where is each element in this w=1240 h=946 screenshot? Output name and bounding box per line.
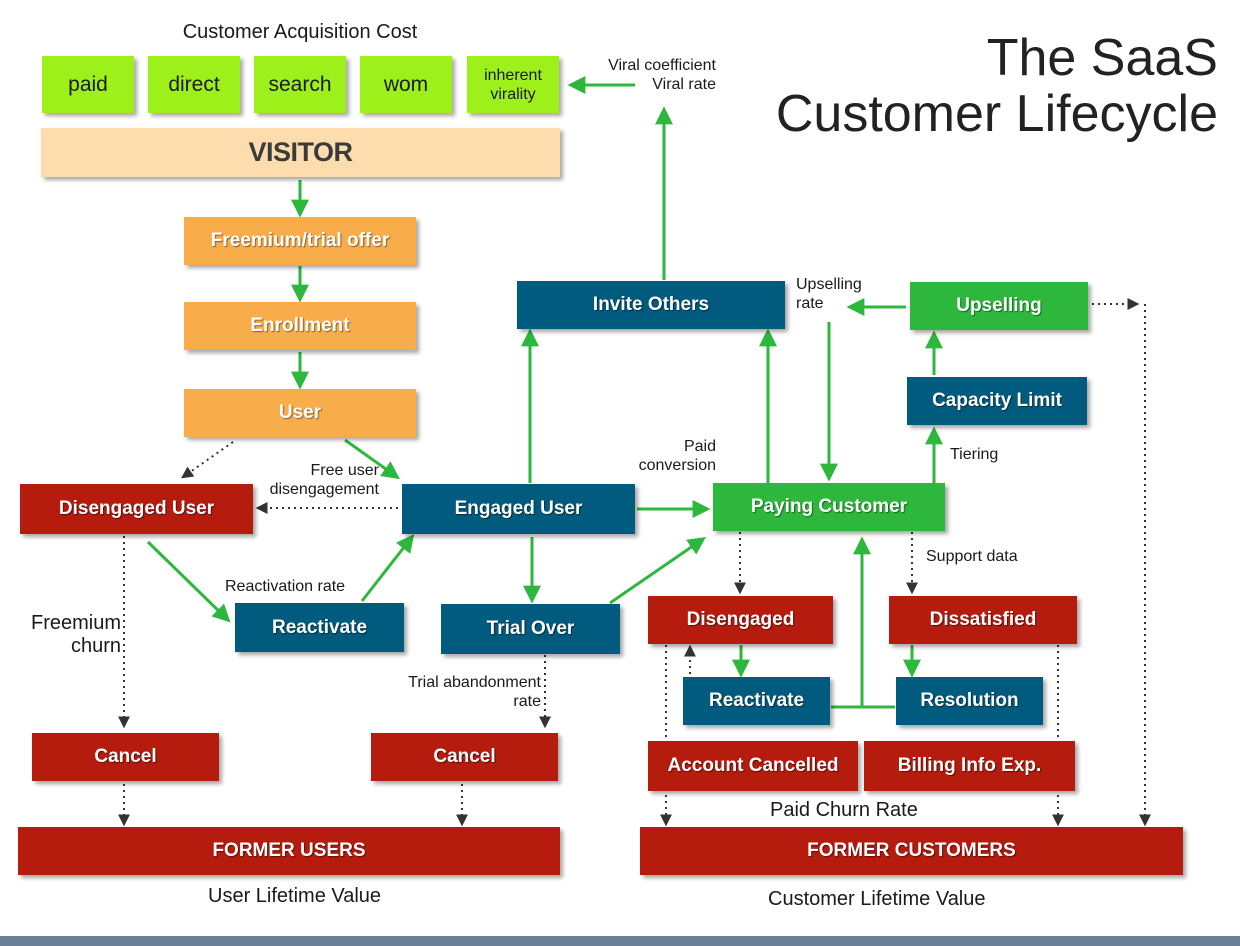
cancel-trial-node: Cancel	[371, 733, 558, 781]
title-line-2: Customer Lifecycle	[775, 85, 1218, 143]
visitor-node: VISITOR	[41, 128, 560, 177]
user-lifetime-value-label: User Lifetime Value	[208, 885, 382, 907]
disengaged-paid-node: Disengaged	[648, 596, 833, 644]
reactivation-rate-label: Reactivation rate	[225, 578, 346, 595]
channel-inherent-virality: inherent virality	[467, 56, 559, 113]
channel-direct: direct	[148, 56, 240, 113]
free-user-disengagement-line-2: disengagement	[269, 481, 379, 498]
virality-line-2: virality	[490, 85, 536, 103]
invite-others-node: Invite Others	[517, 281, 785, 329]
freemium-offer-node: Freemium/trial offer	[184, 217, 416, 265]
upselling-node: Upselling	[910, 282, 1088, 330]
trial-over-node: Trial Over	[441, 604, 620, 654]
customer-lifetime-value-label: Customer Lifetime Value	[768, 888, 986, 910]
upselling-rate-line-1: Upselling	[796, 276, 862, 293]
engaged-user-node: Engaged User	[402, 484, 635, 534]
dissatisfied-node: Dissatisfied	[889, 596, 1077, 644]
paid-conversion-label: Paid conversion	[616, 437, 716, 475]
user-node: User	[184, 389, 416, 437]
freemium-churn-line-2: churn	[70, 635, 121, 657]
customer-acquisition-cost-heading: Customer Acquisition Cost	[182, 21, 418, 43]
freemium-churn-line-1: Freemium	[30, 612, 121, 634]
arrow-reactivate-resolution-to-paying	[831, 536, 871, 709]
paying-customer-node: Paying Customer	[713, 483, 945, 531]
free-user-disengagement-line-1: Free user	[310, 462, 379, 479]
channel-paid: paid	[42, 56, 134, 113]
dotted-user-to-disengaged	[181, 441, 234, 479]
title-line-1: The SaaS	[986, 29, 1218, 87]
paid-conversion-line-1: Paid	[683, 438, 716, 455]
arrow-reactivate-to-engaged	[360, 534, 415, 602]
viral-coefficient-text: Viral coefficient	[608, 57, 716, 74]
trial-abandonment-line-2: rate	[513, 693, 541, 710]
paid-conversion-line-2: conversion	[638, 457, 716, 474]
disengaged-user-node: Disengaged User	[20, 484, 253, 534]
former-users-node: FORMER USERS	[18, 827, 560, 875]
upselling-rate-label: Upselling rate	[796, 275, 862, 313]
tiering-label: Tiering	[950, 446, 999, 463]
account-cancelled-node: Account Cancelled	[648, 741, 858, 791]
cancel-freemium-node: Cancel	[32, 733, 219, 781]
reactivate-free-node: Reactivate	[235, 603, 404, 652]
support-data-label: Support data	[926, 548, 1018, 565]
trial-abandonment-line-1: Trial abandonment	[408, 674, 541, 691]
virality-line-1: inherent	[484, 66, 542, 84]
channel-search: search	[254, 56, 346, 113]
resolution-node: Resolution	[896, 677, 1043, 725]
freemium-churn-label: Freemium churn	[0, 612, 121, 658]
billing-info-exp-node: Billing Info Exp.	[864, 741, 1075, 791]
arrow-trialover-to-paying	[609, 536, 706, 605]
enrollment-node: Enrollment	[184, 302, 416, 350]
viral-coefficient-label: Viral coefficient Viral rate	[560, 56, 716, 94]
former-customers-node: FORMER CUSTOMERS	[640, 827, 1183, 875]
arrow-user-to-engaged	[344, 438, 400, 480]
reactivate-paid-node: Reactivate	[683, 677, 830, 725]
upselling-rate-line-2: rate	[796, 295, 824, 312]
paid-churn-rate-label: Paid Churn Rate	[770, 799, 918, 821]
capacity-limit-node: Capacity Limit	[907, 377, 1087, 425]
bottom-bar	[0, 936, 1240, 946]
arrow-disengaged-to-reactivate	[146, 540, 231, 623]
viral-rate-text: Viral rate	[652, 76, 716, 93]
channel-wom: wom	[360, 56, 452, 113]
free-user-disengagement-label: Free user disengagement	[243, 461, 379, 499]
trial-abandonment-label: Trial abandonment rate	[380, 673, 541, 711]
diagram-title: The SaaS Customer Lifecycle	[776, 30, 1218, 142]
